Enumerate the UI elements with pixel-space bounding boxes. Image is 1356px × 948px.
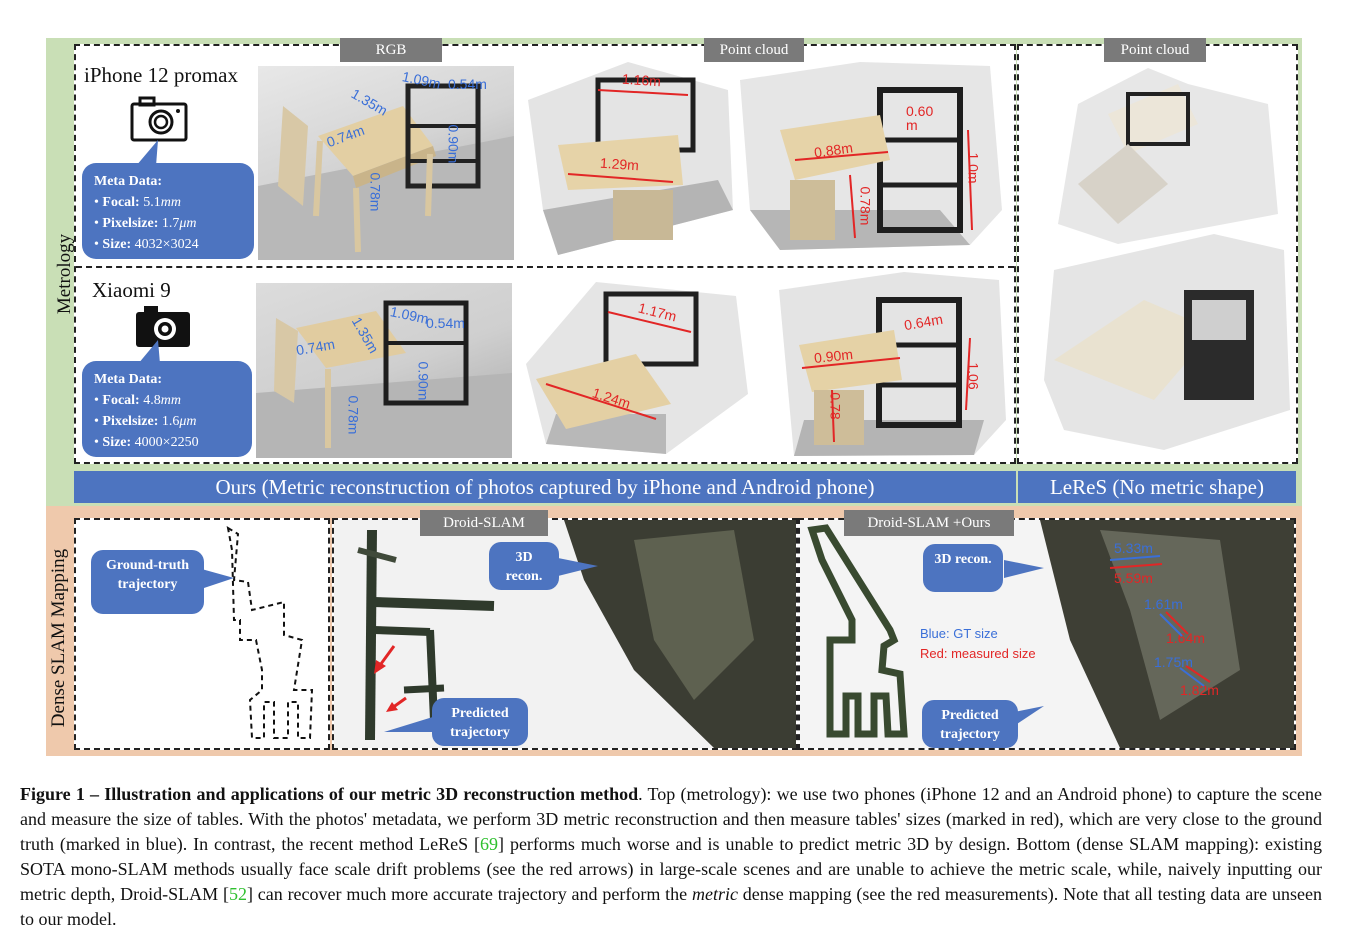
slam-pred-measurement: 5.59m: [1114, 570, 1153, 586]
meta-data-callout-xiaomi: Meta Data: • Focal: 4.8mm • Pixelsize: 1…: [82, 361, 252, 457]
legend-measured-size: Red: measured size: [920, 646, 1036, 661]
measurement-label: 1.29m: [599, 154, 640, 174]
point-cloud-2-iphone: 0.60 m 0.88m 1.0m 0.78m: [740, 60, 1010, 260]
caption-title: Illustration and applications of our met…: [104, 784, 639, 804]
callout-pointer: [138, 340, 160, 364]
tab-droid-slam: Droid-SLAM: [420, 510, 548, 536]
point-cloud-1-xiaomi: 1.17m 1.24m: [516, 274, 752, 460]
measurement-label: 1.06: [965, 362, 982, 390]
caption-italic: metric: [691, 884, 738, 904]
row-divider: [76, 266, 1014, 268]
caption-label: Figure 1 –: [20, 784, 100, 804]
recon-callout-1: 3D recon.: [489, 542, 559, 590]
measurement-label: 0.78: [827, 392, 844, 420]
slam-pred-measurement: 1.64m: [1166, 630, 1205, 646]
camera-filled-icon: [136, 306, 190, 347]
legend-gt-size: Blue: GT size: [920, 626, 998, 641]
slam-gt-measurement: 1.75m: [1154, 654, 1193, 670]
banner-ours: Ours (Metric reconstruction of photos ca…: [74, 471, 1016, 503]
callout-pointer: [198, 568, 234, 590]
gt-trajectory-path: [226, 526, 314, 739]
leres-point-cloud-2: [1034, 230, 1294, 456]
caption-text: ] can recover much more accurate traject…: [246, 884, 692, 904]
measurement-label: 0.78m: [367, 172, 384, 212]
callout-pointer: [384, 716, 436, 732]
slam-gt-measurement: 1.61m: [1144, 596, 1183, 612]
tab-point-cloud: Point cloud: [704, 38, 804, 62]
measurement-label: 1.16m: [621, 70, 662, 90]
device-name-xiaomi: Xiaomi 9: [92, 278, 171, 302]
device-name-iphone: iPhone 12 promax: [84, 63, 238, 87]
droid-slam-ours-reconstruction: [800, 520, 1294, 748]
meta-title: Meta Data:: [94, 174, 163, 189]
tab-point-cloud-leres: Point cloud: [1104, 38, 1206, 62]
measurement-label: 0.90m: [415, 361, 432, 401]
figure-caption: Figure 1 – Illustration and applications…: [20, 782, 1322, 932]
meta-data-callout-iphone: Meta Data: • Focal: 5.1mm • Pixelsize: 1…: [82, 163, 254, 259]
rgb-photo-xiaomi: 1.09m 0.54m 1.35m 0.74m 0.90m 0.78m: [256, 283, 512, 458]
banner-leres: LeReS (No metric shape): [1018, 471, 1296, 503]
slam-pred-measurement: 1.82m: [1180, 682, 1219, 698]
droid-slam-reconstruction: [334, 520, 796, 748]
recon-callout-2: 3D recon.: [923, 544, 1003, 592]
red-arrows: [374, 645, 407, 712]
size-row: • Size: 4000×2250: [94, 435, 199, 450]
point-cloud-2-xiaomi: 0.64m 0.90m 1.06 0.78: [774, 270, 1010, 460]
meta-title: Meta Data:: [94, 372, 163, 387]
measurement-label: 0.60 m: [906, 103, 934, 133]
tab-rgb: RGB: [340, 38, 442, 62]
camera-outline-icon: [130, 96, 188, 142]
measurement-label: 0.90m: [445, 124, 462, 164]
measurement-label: 0.78m: [345, 395, 362, 435]
caption-text: dense mapping (see the red measurements)…: [20, 884, 1322, 929]
measurement-label: 0.78m: [857, 186, 874, 226]
callout-pointer: [558, 558, 598, 576]
size-row: • Size: 4032×3024: [94, 237, 199, 252]
measurement-label: 1.0m: [965, 152, 982, 184]
pixelsize-row: • Pixelsize: 1.6μm: [94, 414, 197, 429]
point-cloud-1-iphone: 1.16m 1.29m: [518, 60, 736, 260]
focal-row: • Focal: 4.8mm: [94, 393, 181, 408]
rgb-photo-iphone: 1.09m 0.54m 1.35m 0.74m 0.90m 0.78m: [258, 66, 514, 260]
measurement-label: 0.54m: [426, 315, 465, 331]
tab-droid-slam-ours: Droid-SLAM +Ours: [844, 510, 1014, 536]
predicted-trajectory-callout-1: Predicted trajectory: [432, 698, 528, 746]
callout-pointer: [136, 140, 158, 166]
predicted-trajectory-callout-2: Predicted trajectory: [922, 700, 1018, 748]
measurement-label: 0.54m: [448, 76, 487, 92]
callout-pointer: [1014, 706, 1044, 726]
leres-point-cloud-1: [1038, 64, 1286, 246]
caption-text: ] performs much worse and is unable to p…: [20, 834, 1322, 904]
callout-pointer: [1004, 560, 1044, 578]
gt-trajectory-callout: Ground-truth trajectory: [91, 550, 204, 614]
dense-slam-side-label: Dense SLAM Mapping: [48, 548, 69, 728]
caption-text: . Top (metrology): we use two phones (iP…: [20, 784, 1323, 854]
slam-gt-measurement: 5.33m: [1114, 540, 1153, 556]
citation-link[interactable]: 52: [228, 884, 247, 904]
measurement-lines: [1109, 555, 1211, 687]
citation-link[interactable]: 69: [480, 834, 499, 854]
pixelsize-row: • Pixelsize: 1.7μm: [94, 216, 197, 231]
focal-row: • Focal: 5.1mm: [94, 195, 181, 210]
